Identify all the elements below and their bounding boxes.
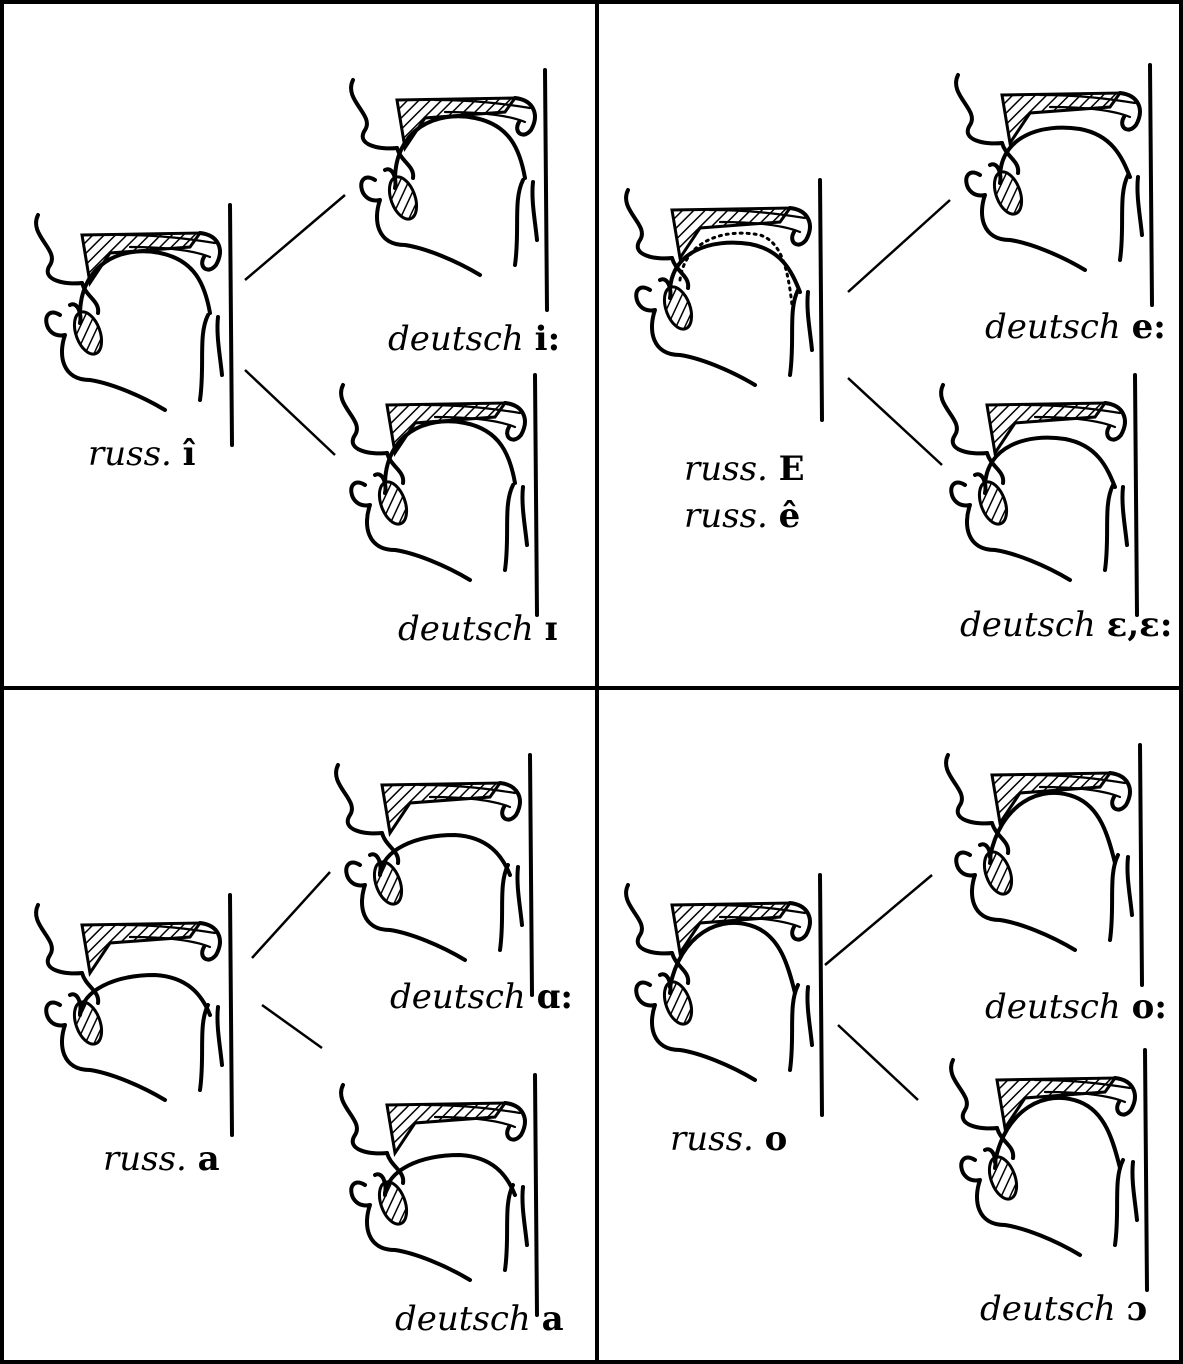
label-deutsch-o-open: deutsch ɔ: [980, 1289, 1147, 1329]
label-deutsch-i-short: deutsch ɪ: [398, 609, 558, 649]
connector-line: [838, 1025, 918, 1100]
diagram-deutsch-o-open: [951, 1050, 1147, 1290]
connector-line: [245, 195, 345, 280]
panel-russ-i: russ. î deutsch i: deutsch ɪ: [36, 70, 560, 649]
label-russ-o: russ. o: [670, 1119, 787, 1159]
diagram-deutsch-i-short: [341, 375, 537, 615]
label-deutsch-o-long: deutsch o:: [985, 987, 1167, 1027]
connector-line: [848, 200, 950, 292]
label-deutsch-i-long: deutsch i:: [388, 319, 560, 359]
diagram-russ-o: [626, 875, 822, 1115]
diagram-russ-e: [626, 180, 822, 420]
connector-line: [848, 378, 942, 465]
diagram-deutsch-a-back: [336, 755, 532, 995]
label-deutsch-e-long: deutsch e:: [985, 307, 1166, 347]
connector-line: [825, 875, 932, 965]
label-deutsch-a-back: deutsch ɑ:: [390, 977, 573, 1017]
diagram-russ-i: [36, 205, 232, 445]
label-russ-e-hat: russ. ê: [684, 496, 800, 536]
label-russ-E: russ. E: [684, 449, 805, 489]
connector-line: [252, 872, 330, 958]
panel-russ-a: russ. a deutsch ɑ: deutsch a: [36, 755, 573, 1339]
panel-russ-e: russ. E russ. ê deutsch e: deutsch ɛ,ɛ:: [626, 65, 1172, 645]
diagram-deutsch-e-long: [956, 65, 1152, 305]
label-deutsch-e-open: deutsch ɛ,ɛ:: [960, 605, 1172, 645]
diagram-deutsch-o-long: [946, 745, 1142, 985]
diagram-deutsch-e-open: [941, 375, 1137, 615]
panel-russ-o: russ. o deutsch o: deutsch ɔ: [626, 745, 1167, 1329]
connector-line: [245, 370, 335, 455]
label-russ-i: russ. î: [88, 434, 196, 474]
label-deutsch-a: deutsch a: [395, 1299, 564, 1339]
diagram-russ-a: [36, 895, 232, 1135]
diagram-deutsch-i-long: [351, 70, 547, 310]
diagram-deutsch-a: [341, 1075, 537, 1315]
label-russ-a: russ. a: [103, 1139, 220, 1179]
connector-line: [262, 1005, 322, 1048]
